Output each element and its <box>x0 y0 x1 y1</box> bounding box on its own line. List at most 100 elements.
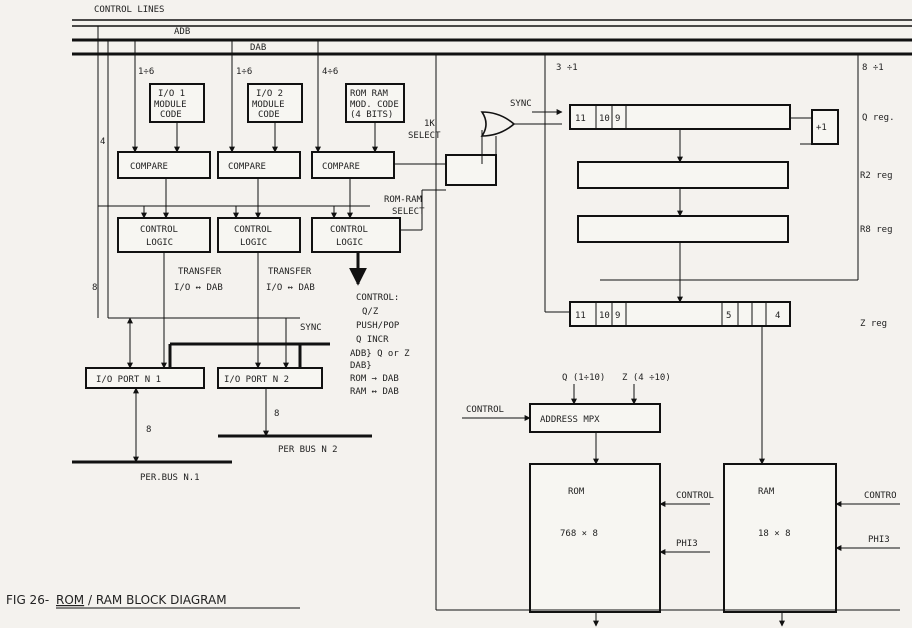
select-logic: SYNC <box>445 99 563 186</box>
svg-text:Z reg: Z reg <box>860 319 887 329</box>
sync-label-right: SYNC <box>510 99 532 109</box>
svg-text:COMPARE: COMPARE <box>228 162 266 172</box>
bits-a-label: 1÷6 <box>138 67 154 77</box>
svg-text:RAM: RAM <box>758 487 775 497</box>
transfer-labels: TRANSFER I/O ↔ DAB TRANSFER I/O ↔ DAB <box>161 252 315 369</box>
romram-select-label: ROM-RAM <box>384 195 423 205</box>
svg-text:PHI3: PHI3 <box>676 539 698 549</box>
address-mpx-box <box>529 403 661 433</box>
svg-text:ADDRESS MPX: ADDRESS MPX <box>540 415 600 425</box>
port-bus-lines: 8 SYNC <box>92 283 330 369</box>
bits-b-label: 1÷6 <box>236 67 252 77</box>
or-gate <box>480 111 516 137</box>
svg-text:10: 10 <box>599 114 610 124</box>
io2-module-code-box <box>247 83 303 123</box>
svg-text:8: 8 <box>146 425 151 435</box>
module-code-boxes: I/O 1 MODULE CODE I/O 2 MODULE CODE ROM … <box>149 83 405 153</box>
control-logic-row: CONTROL LOGIC CONTROL LOGIC CONTROL LOGI… <box>98 189 446 286</box>
svg-text:SELECT: SELECT <box>408 131 441 141</box>
svg-text:ADB} Q or Z: ADB} Q or Z <box>350 349 410 359</box>
svg-text:LOGIC: LOGIC <box>146 238 173 248</box>
svg-text:I/O 1: I/O 1 <box>158 89 185 99</box>
svg-text:COMPARE: COMPARE <box>322 162 360 172</box>
ram-box <box>723 463 837 613</box>
svg-text:4: 4 <box>775 311 780 321</box>
svg-text:I/O ↔ DAB: I/O ↔ DAB <box>266 283 315 293</box>
adb-label: ADB <box>174 27 190 37</box>
svg-text:DAB}: DAB} <box>350 361 372 371</box>
svg-text:I/O PORT N 1: I/O PORT N 1 <box>96 375 161 385</box>
svg-text:/ RAM BLOCK DIAGRAM: / RAM BLOCK DIAGRAM <box>88 593 227 607</box>
svg-text:PHI3: PHI3 <box>868 535 890 545</box>
bits-c-label: 4÷6 <box>322 67 338 77</box>
svg-text:I/O 2: I/O 2 <box>256 89 283 99</box>
svg-text:10: 10 <box>599 311 610 321</box>
svg-text:Q reg.: Q reg. <box>862 113 895 123</box>
svg-text:CONTROL: CONTROL <box>676 491 714 501</box>
svg-text:CONTROL: CONTROL <box>330 225 368 235</box>
svg-text:TRANSFER: TRANSFER <box>268 267 312 277</box>
svg-text:8: 8 <box>92 283 97 293</box>
svg-text:I/O PORT N 2: I/O PORT N 2 <box>224 375 289 385</box>
bits-d-label: 3 ÷1 <box>556 63 578 73</box>
figure-caption: FIG 26- ROM / RAM BLOCK DIAGRAM <box>6 593 300 609</box>
compare-box-1 <box>117 151 211 179</box>
svg-text:PER.BUS N.1: PER.BUS N.1 <box>140 473 200 483</box>
svg-text:FIG 26-: FIG 26- <box>6 593 49 607</box>
control-signal-list: CONTROL: Q/Z PUSH/POP Q INCR ADB} Q or Z… <box>350 293 410 397</box>
bus-lines: CONTROL LINES ADB DAB <box>72 5 912 56</box>
svg-text:R8 reg: R8 reg <box>860 225 893 235</box>
svg-text:Q INCR: Q INCR <box>356 335 389 345</box>
svg-text:Q (1÷10): Q (1÷10) <box>562 373 605 383</box>
control-lines-label: CONTROL LINES <box>94 5 164 15</box>
control-logic-box-3 <box>311 217 401 253</box>
svg-text:PUSH/POP: PUSH/POP <box>356 321 400 331</box>
compare-box-2 <box>217 151 301 179</box>
svg-text:18 × 8: 18 × 8 <box>758 529 791 539</box>
svg-text:CONTRO: CONTRO <box>864 491 897 501</box>
z-register <box>569 301 791 327</box>
svg-text:768 × 8: 768 × 8 <box>560 529 598 539</box>
svg-text:RAM ↔ DAB: RAM ↔ DAB <box>350 387 399 397</box>
svg-text:(4 BITS): (4 BITS) <box>350 110 393 120</box>
svg-text:+1: +1 <box>816 123 827 133</box>
increment-box <box>811 109 839 145</box>
svg-text:CODE: CODE <box>160 110 182 120</box>
svg-text:CONTROL: CONTROL <box>466 405 504 415</box>
svg-text:5: 5 <box>726 311 731 321</box>
select-box <box>445 154 497 186</box>
compare-box-3 <box>311 151 395 179</box>
dab-label: DAB <box>250 43 266 53</box>
svg-text:LOGIC: LOGIC <box>336 238 363 248</box>
svg-text:MODULE: MODULE <box>252 100 285 110</box>
io-port-1 <box>85 367 205 389</box>
address-mpx: Q (1÷10) Z (4 ÷10) ADDRESS MPX CONTROL <box>462 373 671 465</box>
control-logic-box-2 <box>217 217 301 253</box>
svg-text:CONTROL:: CONTROL: <box>356 293 399 303</box>
svg-text:9: 9 <box>615 311 620 321</box>
svg-text:CODE: CODE <box>258 110 280 120</box>
svg-text:MOD. CODE: MOD. CODE <box>350 100 399 110</box>
svg-text:LOGIC: LOGIC <box>240 238 267 248</box>
svg-text:ROM → DAB: ROM → DAB <box>350 374 399 384</box>
io-port-2 <box>217 367 323 389</box>
svg-text:I/O ↔ DAB: I/O ↔ DAB <box>174 283 223 293</box>
svg-text:ROM RAM: ROM RAM <box>350 89 389 99</box>
io-ports: I/O PORT N 1 I/O PORT N 2 8 8 PER.BUS N.… <box>72 367 372 483</box>
svg-text:CONTROL: CONTROL <box>140 225 178 235</box>
memory-blocks: ROM 768 × 8 CONTROL PHI3 RAM 18 × 8 CONT… <box>436 326 900 627</box>
bits-four-label: 4 <box>100 137 105 147</box>
compare-row: COMPARE COMPARE COMPARE 1K SELECT <box>117 119 482 219</box>
svg-text:TRANSFER: TRANSFER <box>178 267 222 277</box>
romram-module-code-box <box>345 83 405 123</box>
control-logic-box-1 <box>117 217 211 253</box>
svg-text:R2 reg: R2 reg <box>860 171 893 181</box>
svg-text:PER BUS N 2: PER BUS N 2 <box>278 445 338 455</box>
svg-text:ROM: ROM <box>568 487 585 497</box>
svg-text:SELECT: SELECT <box>392 207 425 217</box>
svg-text:COMPARE: COMPARE <box>130 162 168 172</box>
svg-text:ROM: ROM <box>56 593 84 607</box>
svg-text:CONTROL: CONTROL <box>234 225 272 235</box>
